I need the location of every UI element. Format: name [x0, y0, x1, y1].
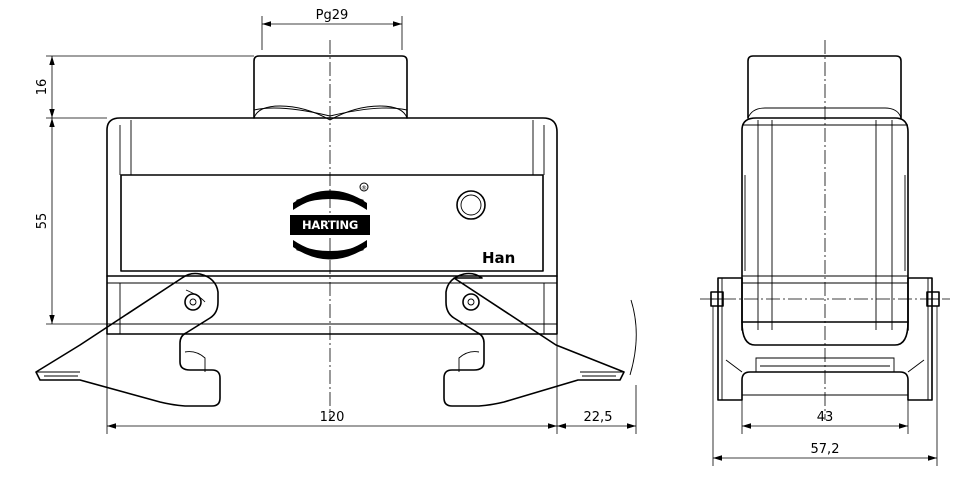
dim-lever-overhang-label: 22,5 — [584, 410, 613, 425]
dim-spigot-height-label: 16 — [35, 79, 50, 96]
front-lever-left — [35, 272, 221, 407]
dimension-side-depth: 43 — [741, 400, 909, 434]
dim-width-label: 120 — [320, 410, 345, 425]
side-frame — [717, 277, 933, 401]
side-view — [700, 40, 950, 420]
dim-side-depth-overall-label: 57,2 — [811, 442, 840, 457]
front-lever-right — [443, 272, 625, 407]
dim-housing-height-label: 55 — [35, 213, 50, 230]
front-housing-upper — [106, 117, 558, 277]
side-spigot — [747, 55, 902, 119]
dimension-housing-height: 55 — [35, 118, 107, 325]
registered-mark: ® — [361, 185, 367, 192]
lever-swing-arc — [629, 299, 637, 376]
front-housing-lower — [106, 275, 558, 335]
dim-thread-label: Pg29 — [316, 8, 349, 23]
dimension-thread: Pg29 — [261, 8, 403, 50]
dim-side-depth-label: 43 — [817, 410, 834, 425]
front-round-window — [456, 190, 486, 220]
dimension-spigot-height: 16 — [35, 55, 254, 119]
front-view: HARTING ® Han — [35, 40, 637, 420]
series-label: Han — [482, 249, 515, 267]
dimension-lever-overhang: 22,5 — [557, 385, 637, 434]
dimension-width: 120 — [106, 334, 558, 434]
dimension-side-depth-overall: 57,2 — [712, 306, 938, 466]
front-spigot — [253, 55, 408, 119]
